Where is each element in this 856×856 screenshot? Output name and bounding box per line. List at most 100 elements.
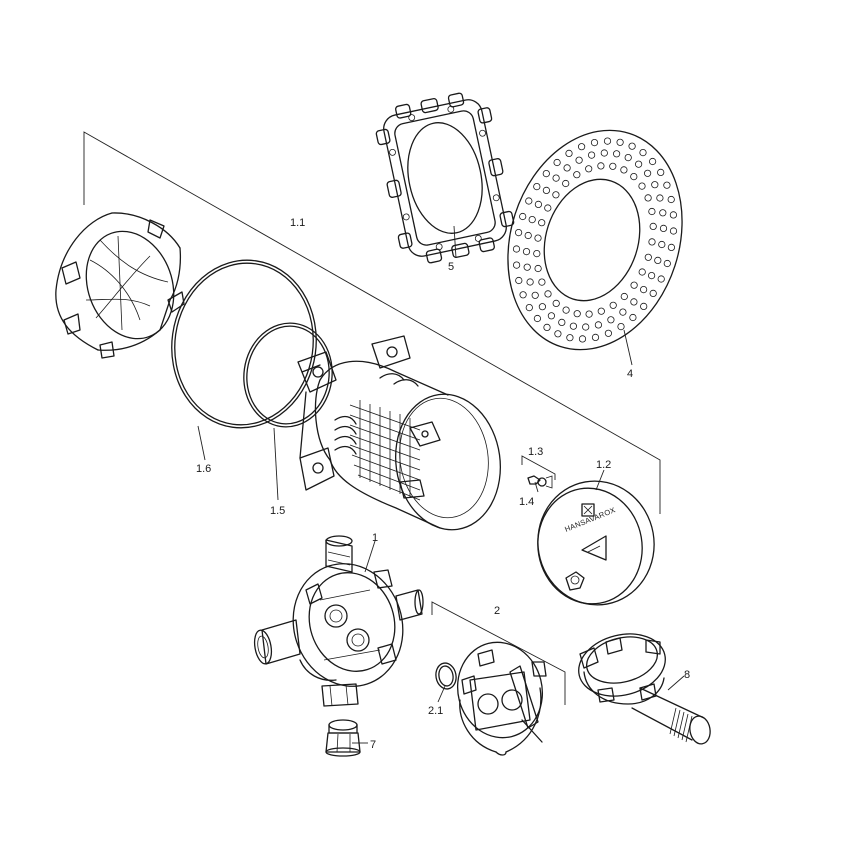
disc-hole bbox=[542, 186, 551, 194]
callout-5: 5 bbox=[448, 261, 454, 273]
disc-hole bbox=[630, 298, 638, 306]
disc-hole bbox=[524, 231, 532, 240]
disc-hole bbox=[628, 142, 636, 150]
disc-hole bbox=[620, 166, 628, 174]
disc-hole bbox=[562, 179, 570, 188]
disc-hole bbox=[616, 138, 624, 146]
main-cylinder-body-part bbox=[297, 335, 502, 531]
disc-hole bbox=[669, 211, 678, 219]
disc-hole bbox=[538, 278, 546, 286]
perforated-disc-part bbox=[507, 129, 683, 351]
disc-hole bbox=[552, 191, 560, 199]
disc-hole bbox=[643, 169, 652, 177]
disc-hole bbox=[629, 313, 637, 322]
disc-hole bbox=[657, 275, 665, 283]
disc-hole bbox=[630, 173, 638, 181]
disc-hole bbox=[519, 212, 527, 221]
disc-hole bbox=[634, 160, 643, 168]
disc-hole bbox=[649, 289, 657, 297]
cover-plate-part: HANSAVAROX bbox=[537, 480, 655, 606]
disc-hole bbox=[657, 168, 665, 176]
disc-hole bbox=[558, 318, 566, 326]
disc-hole bbox=[663, 259, 671, 268]
disc-hole bbox=[519, 291, 527, 299]
disc-hole bbox=[639, 149, 647, 157]
disc-hole bbox=[594, 321, 603, 329]
disc-hole bbox=[663, 181, 671, 189]
disc-hole bbox=[525, 197, 533, 205]
callout-8: 8 bbox=[684, 669, 690, 681]
disc-hole bbox=[639, 285, 648, 294]
inner-bowl-part bbox=[55, 212, 185, 359]
disc-hole bbox=[525, 303, 533, 312]
callout-1: 1 bbox=[372, 532, 378, 544]
disc-hole bbox=[669, 227, 678, 235]
disc-hole bbox=[515, 276, 523, 285]
disc-hole bbox=[512, 245, 521, 253]
disc-hole bbox=[659, 209, 667, 217]
disc-hole bbox=[620, 292, 628, 301]
disc-hole bbox=[603, 137, 612, 145]
disc-hole bbox=[569, 322, 578, 330]
disc-hole bbox=[597, 307, 605, 315]
disc-hole bbox=[667, 195, 675, 204]
disc-hole bbox=[600, 149, 608, 157]
disc-hole bbox=[667, 243, 676, 251]
disc-hole bbox=[658, 240, 666, 249]
disc-hole bbox=[619, 308, 627, 316]
callout-1-5: 1.5 bbox=[270, 505, 285, 517]
gasket-frame-part bbox=[375, 92, 515, 264]
leader-lines bbox=[83, 131, 685, 744]
disc-hole bbox=[531, 291, 539, 299]
disc-hole bbox=[656, 194, 664, 202]
callout-2: 2 bbox=[494, 605, 500, 617]
disc-hole bbox=[648, 238, 656, 246]
callout-1-1: 1.1 bbox=[290, 217, 305, 229]
disc-hole bbox=[552, 174, 560, 182]
disc-hole bbox=[638, 268, 646, 276]
disc-hole bbox=[526, 278, 534, 286]
disc-hole bbox=[542, 170, 550, 178]
disc-hole bbox=[649, 222, 657, 230]
cover-logo-text: HANSAVAROX bbox=[563, 505, 616, 534]
disc-hole bbox=[578, 335, 587, 343]
disc-hole bbox=[544, 290, 552, 298]
disc-hole bbox=[624, 154, 632, 162]
callout-labels: 1.1 5 4 1.3 1.2 1.4 1.6 1.5 1 2 2.1 7 8 bbox=[196, 217, 690, 751]
disc-hole bbox=[547, 312, 556, 320]
valve-body-part bbox=[253, 535, 424, 707]
disc-hole bbox=[644, 253, 652, 261]
outlet-spout-part bbox=[578, 633, 711, 745]
disc-hole bbox=[582, 323, 590, 331]
callout-1-3: 1.3 bbox=[528, 446, 543, 458]
disc-hole bbox=[604, 329, 613, 337]
disc-hole bbox=[566, 334, 574, 342]
disc-hole bbox=[648, 157, 657, 166]
disc-hole bbox=[573, 171, 581, 179]
disc-hole bbox=[523, 263, 531, 271]
disc-hole bbox=[609, 162, 617, 170]
callout-7: 7 bbox=[370, 739, 376, 751]
disc-hole bbox=[565, 149, 573, 157]
disc-hole bbox=[590, 139, 599, 147]
callout-1-2: 1.2 bbox=[596, 459, 611, 471]
callout-2-1: 2.1 bbox=[428, 705, 443, 717]
disc-hole bbox=[534, 234, 542, 242]
disc-hole bbox=[534, 200, 543, 208]
disc-hole bbox=[573, 310, 581, 318]
disc-hole bbox=[651, 181, 659, 189]
small-seal-ring-part bbox=[435, 662, 457, 690]
disc-hole bbox=[638, 182, 646, 190]
disc-hole bbox=[659, 224, 668, 232]
small-o-ring-part bbox=[243, 322, 333, 428]
disc-hole bbox=[533, 250, 541, 258]
disc-hole bbox=[630, 281, 638, 289]
disc-hole bbox=[612, 150, 621, 158]
callout-1-4: 1.4 bbox=[519, 496, 534, 508]
disc-hole bbox=[597, 162, 605, 170]
small-screw-part bbox=[527, 475, 553, 489]
disc-hole bbox=[591, 333, 600, 341]
disc-hole bbox=[644, 194, 652, 202]
